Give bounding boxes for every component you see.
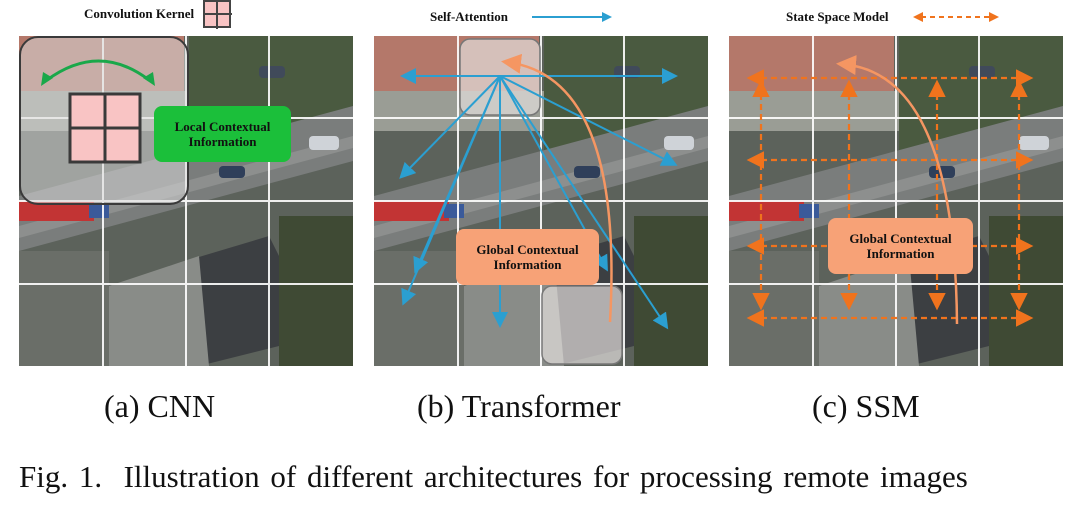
legend-attention-label: Self-Attention: [430, 9, 508, 24]
legend-kernel-label: Convolution Kernel: [84, 6, 195, 21]
ssm-arrow-icon: [912, 12, 999, 22]
global-context-label: Global Contextual Information: [456, 229, 599, 285]
ssm-scan-arrows: [746, 69, 1034, 327]
transformer-overlay: [399, 38, 678, 365]
context-arc: [46, 59, 150, 82]
attention-arrows: [399, 68, 678, 330]
global-context-label: Global Contextual Information: [828, 218, 973, 274]
transformer-panel: Global Contextual Information: [374, 36, 708, 366]
cnn-panel: Local Contextual Information: [19, 36, 353, 366]
legend-ssm-label: State Space Model: [786, 9, 889, 24]
global-context-text: Global Contextual Information: [849, 231, 952, 261]
caption-transformer: (b) Transformer: [417, 388, 621, 424]
legend-state-space-model: State Space Model: [786, 6, 999, 28]
global-context-arc: [836, 55, 959, 325]
local-context-label: Local Contextual Information: [154, 106, 291, 162]
caption-ssm: (c) SSM: [812, 388, 920, 424]
kernel-icon: [203, 0, 233, 29]
local-context-text: Local Contextual Information: [174, 119, 271, 149]
cnn-overlay: [19, 36, 189, 205]
caption-cnn: (a) CNN: [104, 388, 216, 424]
ssm-overlay: [746, 55, 1034, 327]
attention-arrow-icon: [532, 12, 612, 22]
key-token: [541, 285, 623, 365]
legend-self-attention: Self-Attention: [430, 6, 612, 28]
global-context-text: Global Contextual Information: [476, 242, 579, 272]
legend-convolution-kernel: Convolution Kernel: [84, 0, 233, 29]
figure-caption: Fig. 1. Illustration of different archit…: [19, 459, 968, 494]
ssm-panel: Global Contextual Information: [729, 36, 1063, 366]
global-context-arc: [501, 53, 613, 323]
